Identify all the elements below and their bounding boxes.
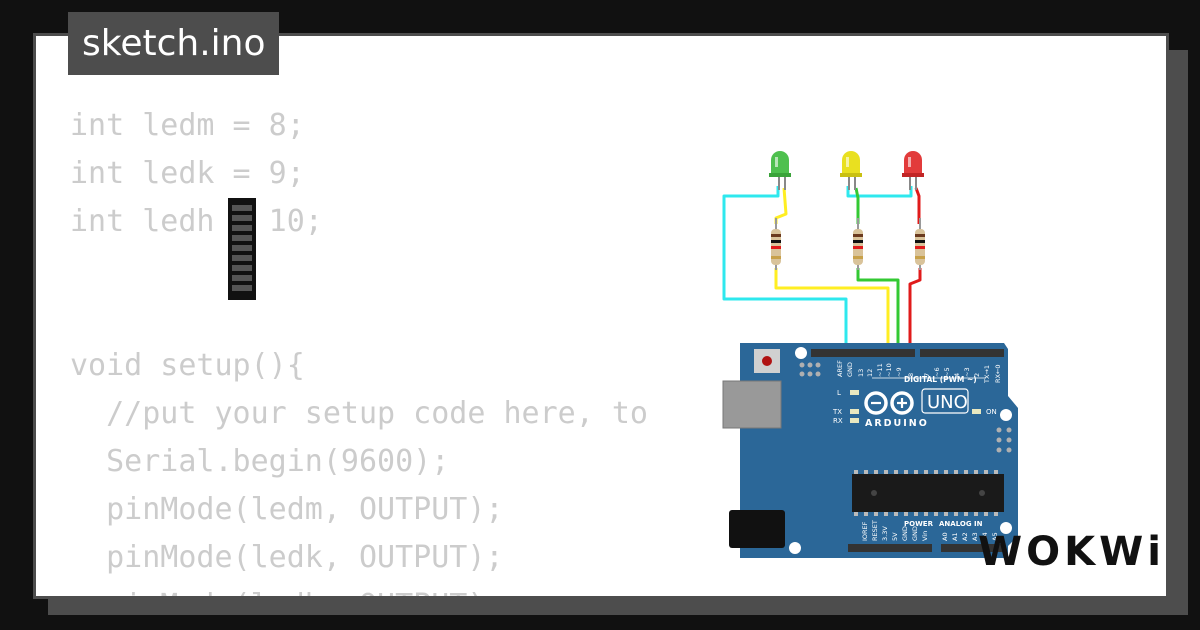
code-line xyxy=(70,294,648,342)
pin-label: ~11 xyxy=(876,363,884,377)
chip-pins xyxy=(222,202,262,295)
pin-label: 12 xyxy=(866,369,874,377)
digital-header xyxy=(811,349,915,357)
wokwi-logo: WOKWi xyxy=(978,529,1165,575)
led-red[interactable] xyxy=(902,151,924,190)
red-wire xyxy=(908,268,922,348)
usb-port xyxy=(722,380,782,429)
arduino-infinity-icon xyxy=(864,391,914,415)
chip-component[interactable] xyxy=(222,198,262,300)
code-line xyxy=(70,246,648,294)
code-editor: int ledm = 8; int ledk = 9; int ledh = 10;… xyxy=(70,102,648,596)
pin-label: IOREF xyxy=(861,521,869,541)
code-line: int ledm = 8; xyxy=(70,108,305,143)
code-line: pinMode(ledh, OUTPUT); xyxy=(70,582,648,596)
pin-label: GND xyxy=(846,362,854,377)
resistor[interactable] xyxy=(915,218,925,270)
power-header xyxy=(848,544,932,552)
pin-label: ~6 xyxy=(933,367,941,377)
pin-label: A1 xyxy=(951,532,959,541)
file-tab-title[interactable]: sketch.ino xyxy=(68,12,280,75)
pin-label: ~9 xyxy=(895,367,903,377)
pin-label: 8 xyxy=(907,373,915,377)
led-tx-label: TX xyxy=(832,408,842,416)
pin-label: GND xyxy=(911,526,919,541)
pin-label: TX→1 xyxy=(983,365,991,384)
code-line: pinMode(ledk, OUTPUT); xyxy=(70,540,504,575)
pin-label: 4 xyxy=(953,373,961,377)
reset-button[interactable] xyxy=(762,356,772,366)
pin-label: 5V xyxy=(891,532,899,541)
ground-wire xyxy=(722,186,848,348)
circuit-diagram: AREF GND 13 12 ~11 ~10 ~9 8 7 ~6 ~5 4 ~3… xyxy=(722,151,1018,558)
code-line: pinMode(ledm, OUTPUT); xyxy=(70,492,504,527)
led-green[interactable] xyxy=(769,151,791,190)
pin-label: 2 xyxy=(973,373,981,377)
pin-label: ~10 xyxy=(885,363,893,377)
led-l-label: L xyxy=(837,389,841,397)
green-wire xyxy=(856,268,900,348)
pin-label: RX←0 xyxy=(994,364,1002,383)
led-on-label: ON xyxy=(986,408,997,416)
code-line: int ledk = 9; xyxy=(70,156,305,191)
pin-label: RESET xyxy=(871,520,879,541)
pin-label: ~3 xyxy=(963,367,971,377)
microcontroller-chip xyxy=(852,474,1004,512)
led-yellow[interactable] xyxy=(840,151,862,190)
chip-pads xyxy=(232,205,252,291)
pin-label: ~5 xyxy=(943,367,951,377)
pin-label: GND xyxy=(901,526,909,541)
code-line: int ledh = 10; xyxy=(70,204,323,239)
code-line: Serial.begin(9600); xyxy=(70,444,450,479)
pin-label: 3.3V xyxy=(881,526,889,541)
power-header-label: POWER xyxy=(904,520,934,528)
pin-label: A3 xyxy=(971,532,979,541)
green-wire xyxy=(854,187,860,224)
pin-label: 13 xyxy=(857,369,865,377)
resistor[interactable] xyxy=(853,218,863,270)
analog-header-label: ANALOG IN xyxy=(939,520,983,528)
digital-header xyxy=(920,349,1004,357)
board-model-label: UNO xyxy=(927,392,968,413)
analog-header xyxy=(941,544,1005,552)
led-rx-label: RX xyxy=(833,417,843,425)
arduino-brand-label: ARDUINO xyxy=(865,418,929,429)
code-line: void setup(){ xyxy=(70,348,305,383)
pin-label: A5 xyxy=(991,532,999,541)
red-wire xyxy=(914,187,921,224)
code-line: //put your setup code here, to xyxy=(70,396,648,431)
resistor[interactable] xyxy=(771,218,781,270)
pin-label: A2 xyxy=(961,532,969,541)
arduino-uno-board[interactable]: AREF GND 13 12 ~11 ~10 ~9 8 7 ~6 ~5 4 ~3… xyxy=(722,343,1018,558)
pin-label: AREF xyxy=(836,360,844,377)
preview-card: int ledm = 8; int ledk = 9; int ledh = 10;… xyxy=(33,33,1169,599)
power-jack xyxy=(729,510,785,548)
pin-label: A0 xyxy=(941,532,949,541)
ground-wire xyxy=(846,186,913,198)
pin-label: A4 xyxy=(981,532,989,541)
pin-label: Vin xyxy=(921,531,929,541)
yellow-wire xyxy=(774,268,890,348)
digital-header-label: DIGITAL (PWM ~) xyxy=(904,375,977,384)
pin-label: 7 xyxy=(923,373,931,377)
